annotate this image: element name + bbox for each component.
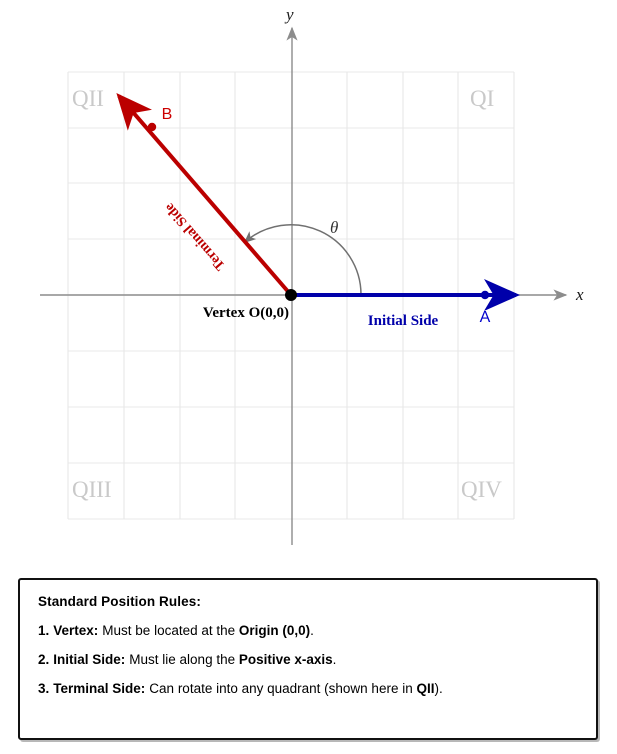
rule-item-3: 3.Terminal Side:Can rotate into any quad… xyxy=(38,680,578,698)
vertex-group: Vertex O(0,0) xyxy=(203,289,297,321)
point-a-label: A xyxy=(480,309,491,326)
rule-term-2: Initial Side: xyxy=(53,651,126,667)
angle-theta-label: θ xyxy=(330,218,338,237)
y-axis-label: y xyxy=(284,5,294,24)
standard-position-rules-box: Standard Position Rules: 1.Vertex:Must b… xyxy=(18,578,598,740)
quadrant-label-qiii: QIII xyxy=(72,477,112,502)
vertex-label: Vertex O(0,0) xyxy=(203,305,289,321)
rule-number-2: 2. xyxy=(38,651,50,667)
rule-text-after-3: ). xyxy=(434,680,443,696)
axis-labels: x y xyxy=(284,5,584,304)
rule-item-1: 1.Vertex:Must be located at the Origin (… xyxy=(38,622,578,640)
rule-emphasis-1: Origin (0,0) xyxy=(238,623,311,638)
rule-term-1: Vertex: xyxy=(53,623,99,638)
rules-title: Standard Position Rules: xyxy=(38,594,201,609)
terminal-side-group: B Terminal Side xyxy=(116,92,293,297)
rule-term-3: Terminal Side: xyxy=(53,680,146,696)
rule-text-after-1: . xyxy=(310,623,314,638)
x-axis-label: x xyxy=(575,285,584,304)
angle-standard-position-diagram: QII QI QIII QIV θ A Initial Side B Termi… xyxy=(40,5,584,545)
rule-emphasis-2: Positive x-axis xyxy=(238,651,333,667)
rule-number-3: 3. xyxy=(38,680,50,696)
initial-side-group: A Initial Side xyxy=(291,279,520,329)
angle-arc xyxy=(243,224,362,296)
rule-text-before-1: Must be located at the xyxy=(102,623,236,638)
vertex-dot xyxy=(285,289,297,301)
point-b-label: B xyxy=(162,106,173,123)
quadrant-labels: QII QI QIII QIV xyxy=(72,86,502,502)
rule-number-1: 1. xyxy=(38,623,50,638)
quadrant-label-qi: QI xyxy=(470,86,494,111)
point-b-dot xyxy=(147,122,157,132)
quadrant-label-qiv: QIV xyxy=(461,477,502,502)
rule-text-after-2: . xyxy=(332,651,337,667)
rule-text-before-3: Can rotate into any quadrant (shown here… xyxy=(149,680,413,696)
terminal-side-ray xyxy=(116,92,293,297)
point-a-dot xyxy=(480,290,490,300)
rule-emphasis-3: QII xyxy=(416,680,435,696)
initial-side-label: Initial Side xyxy=(368,313,439,329)
quadrant-label-qii: QII xyxy=(72,86,104,111)
rule-item-2: 2.Initial Side:Must lie along the Positi… xyxy=(38,651,578,669)
rule-text-before-2: Must lie along the xyxy=(129,651,236,667)
angle-arc-group: θ xyxy=(243,218,362,296)
